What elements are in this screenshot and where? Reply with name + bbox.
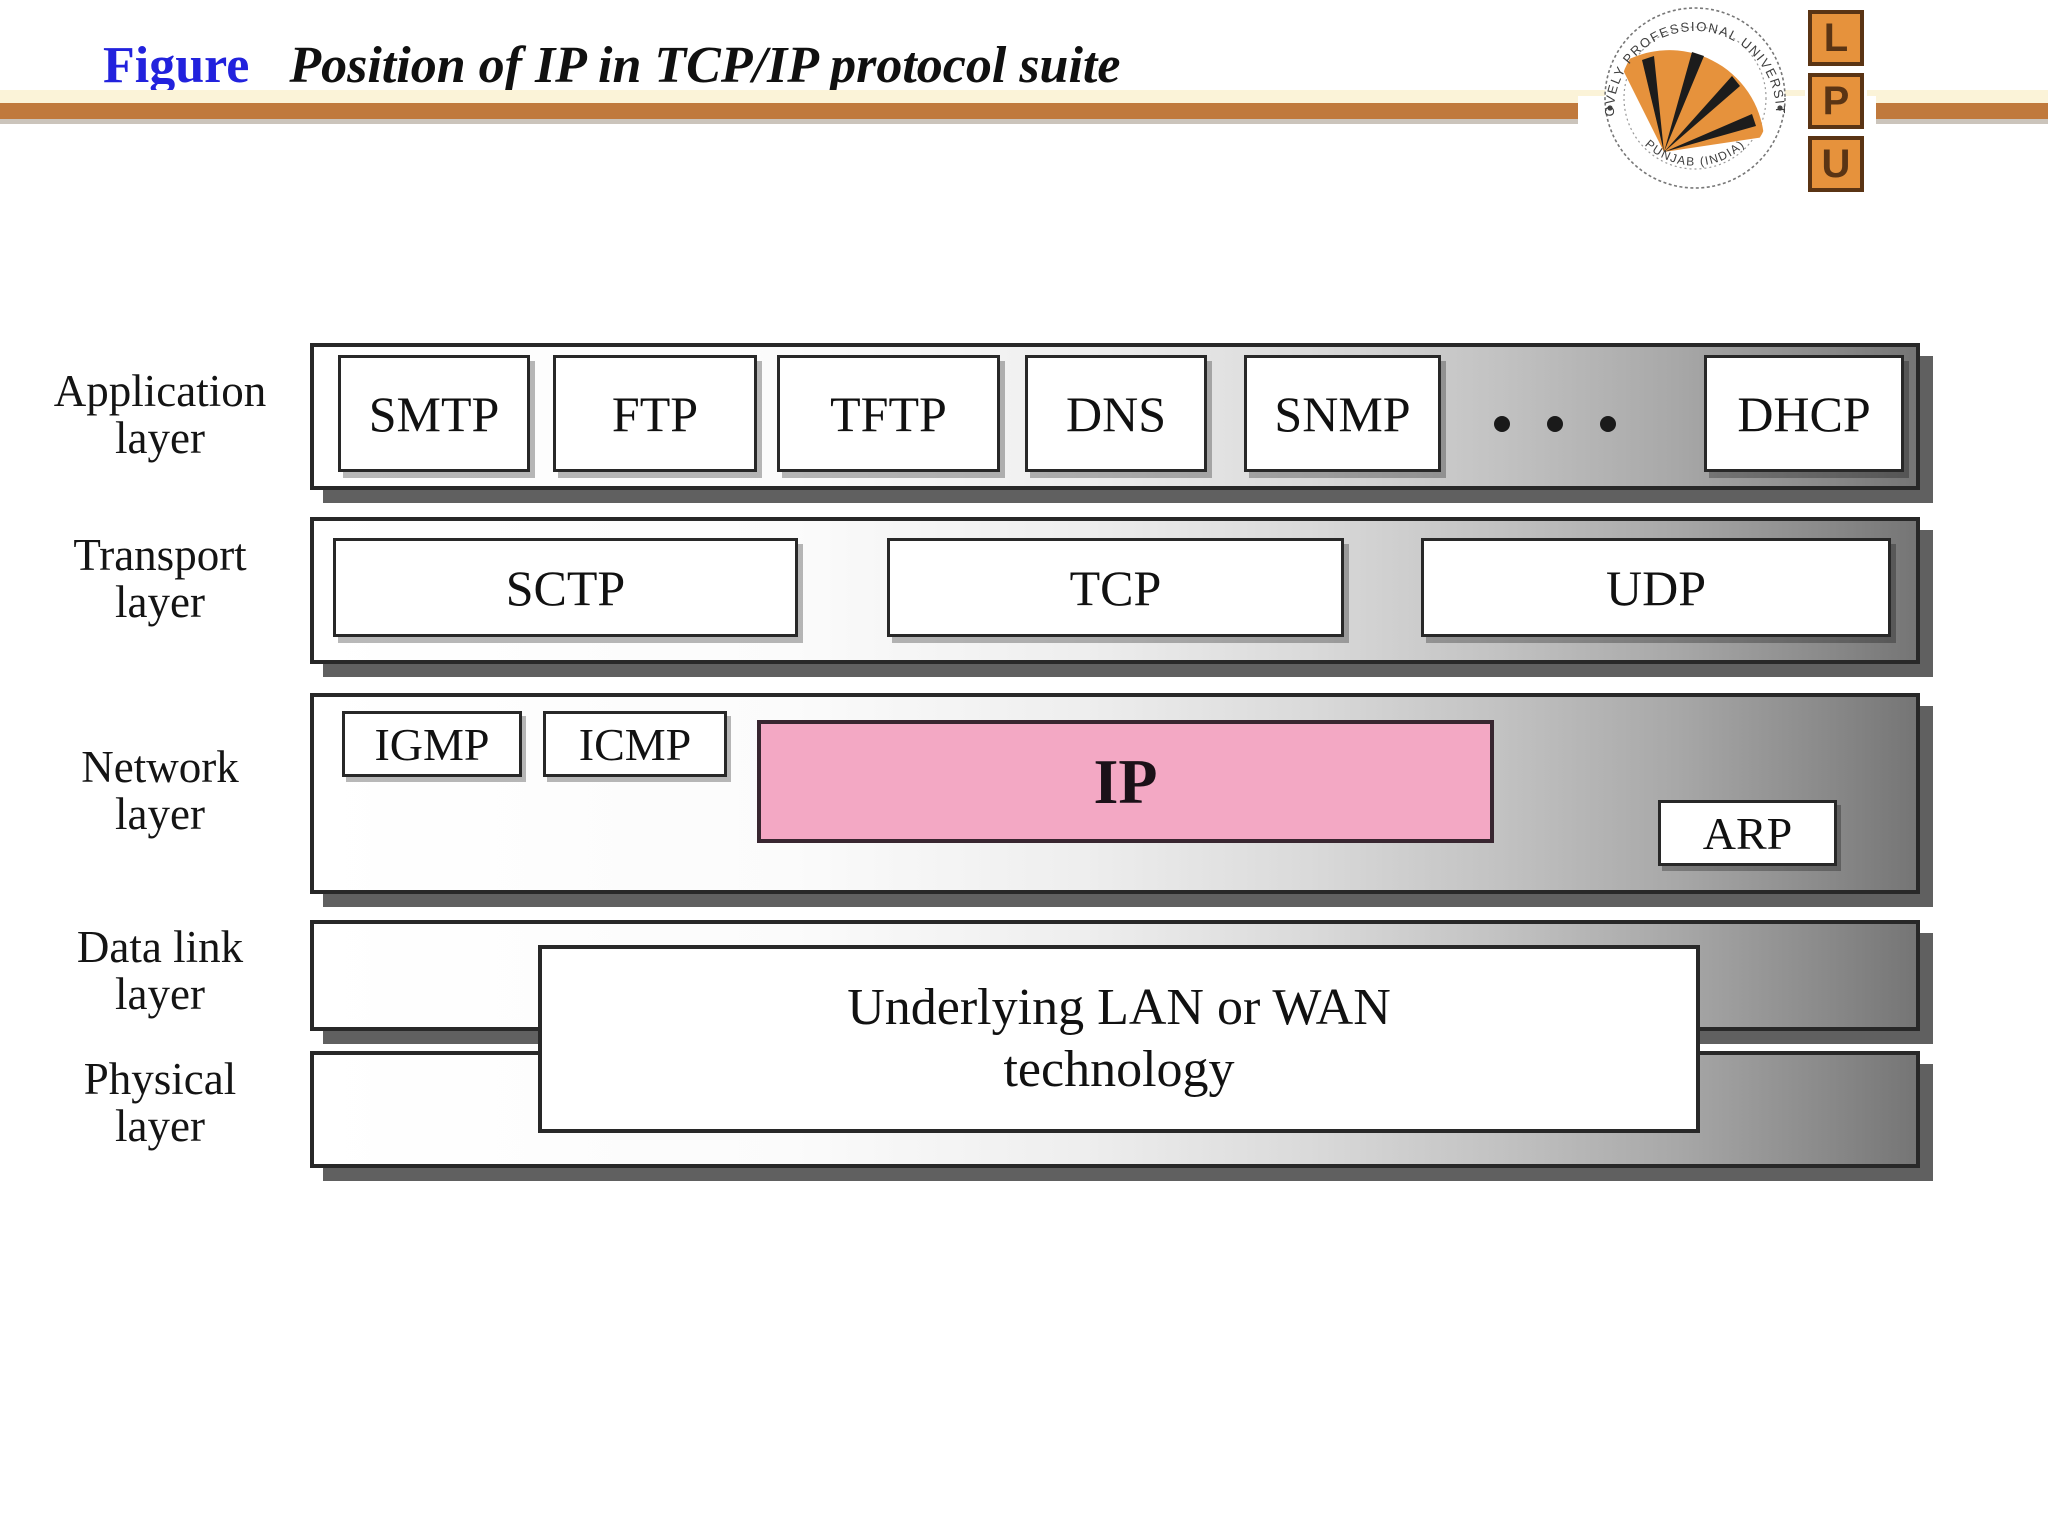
protocol-box-tftp: TFTP <box>777 355 1000 472</box>
lpu-block-u: U <box>1805 133 1867 195</box>
slide-title-text: Position of IP in TCP/IP protocol suite <box>289 37 1121 94</box>
label-line: Network <box>81 742 239 792</box>
figure-label: Figure <box>103 37 250 94</box>
label-line: layer <box>115 577 205 627</box>
header-accent-bar-shadow <box>0 119 2048 124</box>
lpu-letter-blocks: L P U <box>1805 7 1867 195</box>
protocol-box-arp: ARP <box>1658 800 1837 866</box>
label-transport-layer: Transport layer <box>10 532 310 626</box>
label-line: layer <box>115 413 205 463</box>
seal-fan-icon <box>1620 50 1764 152</box>
label-line: Transport <box>73 530 247 580</box>
header-cream-strip <box>0 90 2048 103</box>
seal-inner-ring <box>1623 26 1767 170</box>
label-line: layer <box>115 969 205 1019</box>
label-physical-layer: Physical layer <box>10 1056 310 1150</box>
label-line: layer <box>115 789 205 839</box>
label-line: Data link <box>76 922 244 972</box>
label-line: layer <box>115 1101 205 1151</box>
seal-left-dot <box>1607 105 1613 111</box>
underlying-line-1: Underlying LAN or WAN <box>847 979 1391 1036</box>
ellipsis-dot <box>1600 416 1616 432</box>
protocol-box-snmp: SNMP <box>1244 355 1441 472</box>
ellipsis-dot <box>1494 416 1510 432</box>
protocol-box-igmp: IGMP <box>342 711 522 777</box>
label-line: Application <box>53 366 267 416</box>
lpu-block-l: L <box>1805 7 1867 69</box>
label-network-layer: Network layer <box>10 744 310 838</box>
protocol-box-ftp: FTP <box>553 355 757 472</box>
page-title: Figure Position of IP in TCP/IP protocol… <box>103 36 1120 95</box>
protocol-box-sctp: SCTP <box>333 538 798 637</box>
protocol-box-icmp: ICMP <box>543 711 727 777</box>
label-datalink-layer: Data link layer <box>10 924 310 1018</box>
label-application-layer: Application layer <box>10 368 310 462</box>
underlying-technology-box: Underlying LAN or WAN technology <box>538 945 1700 1133</box>
header-accent-bar <box>0 103 2048 119</box>
lpu-block-p: P <box>1805 70 1867 132</box>
underlying-line-2: technology <box>1003 1041 1235 1098</box>
protocol-box-udp: UDP <box>1421 538 1891 637</box>
protocol-box-smtp: SMTP <box>338 355 530 472</box>
protocol-box-dns: DNS <box>1025 355 1207 472</box>
protocol-box-ip: IP <box>757 720 1494 843</box>
ellipsis-dot <box>1547 416 1563 432</box>
protocol-box-tcp: TCP <box>887 538 1344 637</box>
protocol-box-dhcp: DHCP <box>1704 355 1904 472</box>
label-line: Physical <box>83 1054 237 1104</box>
seal-right-dot <box>1777 105 1783 111</box>
lpu-seal-logo: LOVELY PROFESSIONAL UNIVERSITY PUNJAB (I… <box>1592 2 1787 189</box>
ellipsis-dots <box>1494 415 1616 433</box>
